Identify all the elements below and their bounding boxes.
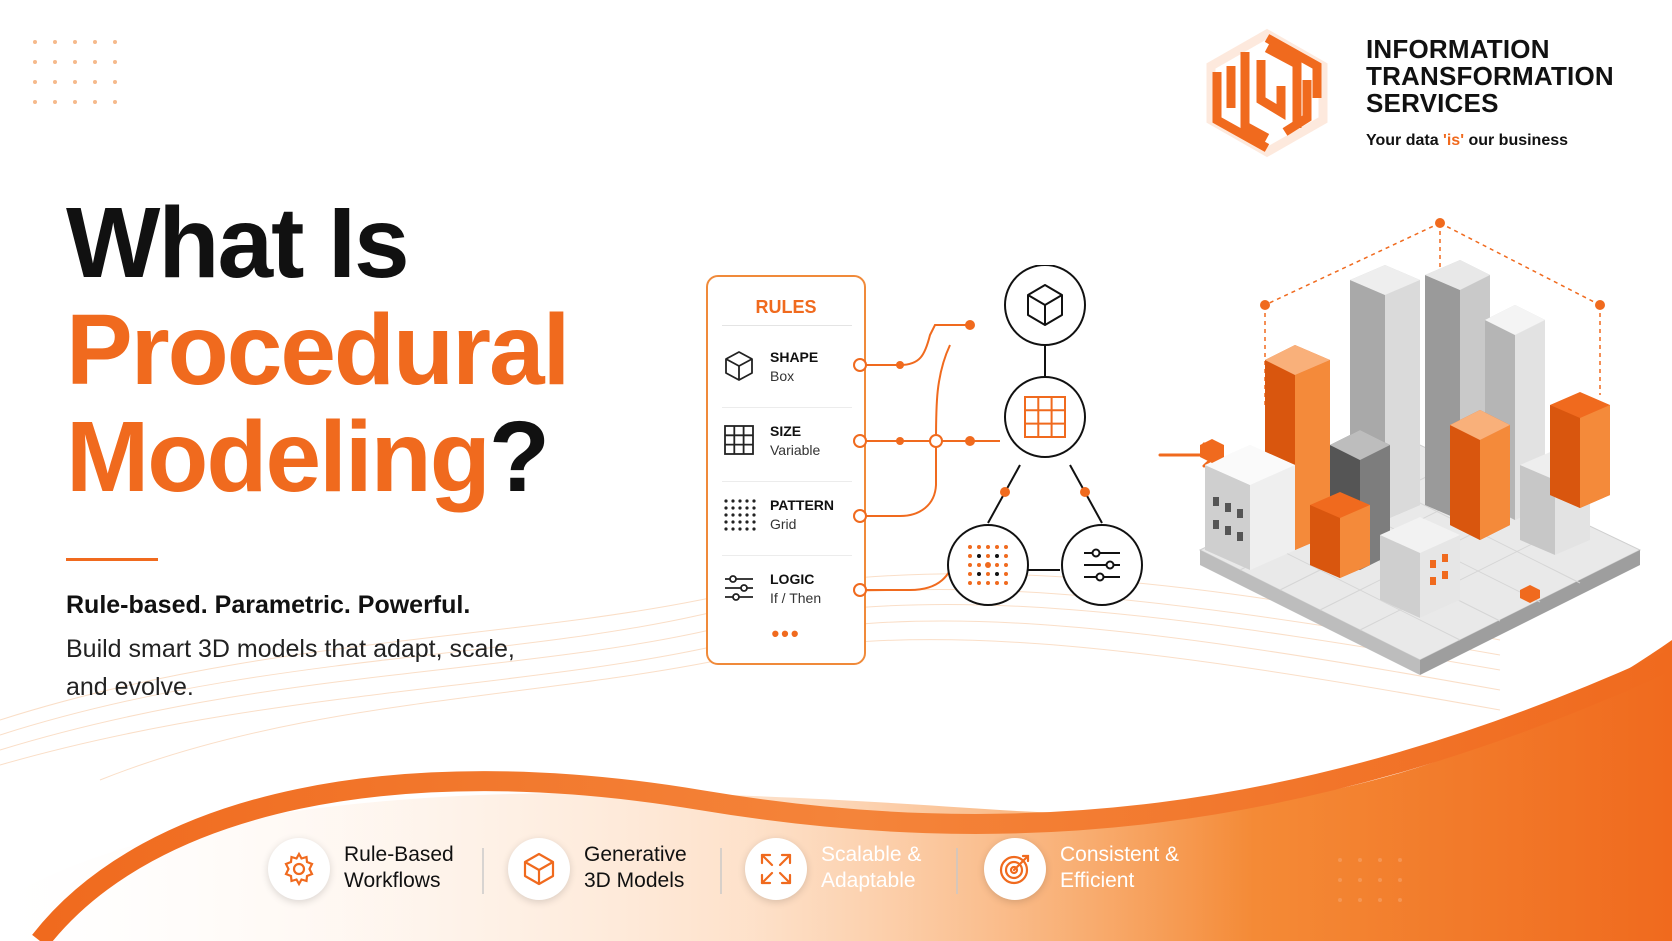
gear-icon: [284, 851, 314, 887]
feature-label-line: Efficient: [1060, 869, 1135, 892]
sliders-icon: [725, 575, 753, 601]
feature-label-line: Rule-Based: [344, 843, 454, 866]
feature-label: Generative 3D Models: [584, 842, 687, 894]
tagline-part: Your data: [1366, 132, 1444, 149]
company-logo: [1206, 28, 1328, 158]
feature-separator: [720, 848, 722, 894]
procedural-city-illustration: [1198, 218, 1642, 675]
grid-icon: [1024, 396, 1066, 438]
headline-line-1: What Is: [66, 187, 410, 299]
rule-name: LOGIC: [770, 571, 815, 587]
feature-label-line: Consistent &: [1060, 843, 1180, 866]
rule-value: If / Then: [770, 590, 822, 606]
feature-label-line: Scalable &: [821, 843, 922, 866]
feature-icon-badge: [268, 838, 330, 900]
cube-icon: [725, 351, 753, 381]
tagline-accent: 'is': [1443, 132, 1464, 149]
feature-scalable-adaptable: Scalable & Adaptable: [745, 838, 955, 908]
dot-pattern: [33, 40, 117, 104]
feature-label-line: Generative: [584, 843, 687, 866]
company-name-line: SERVICES: [1366, 88, 1499, 118]
company-name-line: TRANSFORMATION: [1366, 61, 1614, 91]
rule-item-pattern: PATTERN Grid: [722, 491, 862, 556]
dot-grid-icon: [968, 545, 1008, 585]
rule-name: SIZE: [770, 423, 802, 439]
tagline-part: our business: [1464, 132, 1569, 149]
company-name-line: INFORMATION: [1366, 34, 1550, 64]
rule-item-shape: SHAPE Box: [722, 343, 862, 408]
company-name: INFORMATION TRANSFORMATION SERVICES: [1366, 36, 1614, 117]
feature-rule-based-workflows: Rule-Based Workflows: [268, 838, 468, 908]
feature-label-line: Adaptable: [821, 869, 916, 892]
rule-value: Box: [770, 368, 795, 384]
rule-name: PATTERN: [770, 497, 835, 513]
rule-value: Variable: [770, 442, 821, 458]
headline-line-2: Procedural: [66, 294, 570, 406]
rule-divider: [722, 481, 852, 482]
feature-generative-3d-models: Generative 3D Models: [508, 838, 708, 908]
feature-consistent-efficient: Consistent & Efficient: [984, 838, 1204, 908]
rule-value: Grid: [770, 516, 797, 532]
feature-icon-badge: [508, 838, 570, 900]
grid-icon: [724, 425, 754, 455]
question-mark: ?: [488, 401, 550, 513]
feature-separator: [956, 848, 958, 894]
tagline-body: Build smart 3D models that adapt, scale,…: [66, 635, 515, 701]
feature-icon-badge: [745, 838, 807, 900]
feature-label: Consistent & Efficient: [1060, 842, 1179, 894]
feature-separator: [482, 848, 484, 894]
graph-node-grid: [1004, 376, 1086, 458]
node-graph: [853, 265, 1143, 606]
rule-divider: [722, 407, 852, 408]
expand-arrows-icon: [760, 853, 792, 885]
rule-name: SHAPE: [770, 349, 819, 365]
headline-line-3: Modeling?: [66, 401, 550, 513]
company-tagline: Your data 'is' our business: [1366, 132, 1568, 150]
feature-label: Rule-Based Workflows: [344, 842, 454, 894]
feature-label-line: Workflows: [344, 869, 441, 892]
rules-title-divider: [722, 325, 852, 326]
target-icon: [999, 854, 1030, 885]
feature-icon-badge: [984, 838, 1046, 900]
tagline-bold: Rule-based. Parametric. Powerful.: [66, 591, 471, 619]
accent-divider: [66, 558, 158, 561]
rules-panel: RULES SHAPE Box SIZE Variable: [706, 275, 866, 665]
sliders-icon: [1084, 548, 1120, 582]
rule-divider: [722, 555, 852, 556]
more-rules-ellipsis: •••: [771, 621, 801, 646]
rules-title: RULES: [755, 297, 817, 317]
cube-icon: [523, 852, 555, 886]
rule-item-size: SIZE Variable: [722, 417, 862, 482]
feature-label-line: 3D Models: [584, 869, 685, 892]
rule-item-logic: LOGIC If / Then: [722, 565, 862, 625]
cube-icon: [1027, 284, 1063, 326]
headline-word: Modeling: [66, 401, 491, 513]
feature-label: Scalable & Adaptable: [821, 842, 921, 894]
dot-grid-icon: [724, 499, 756, 531]
